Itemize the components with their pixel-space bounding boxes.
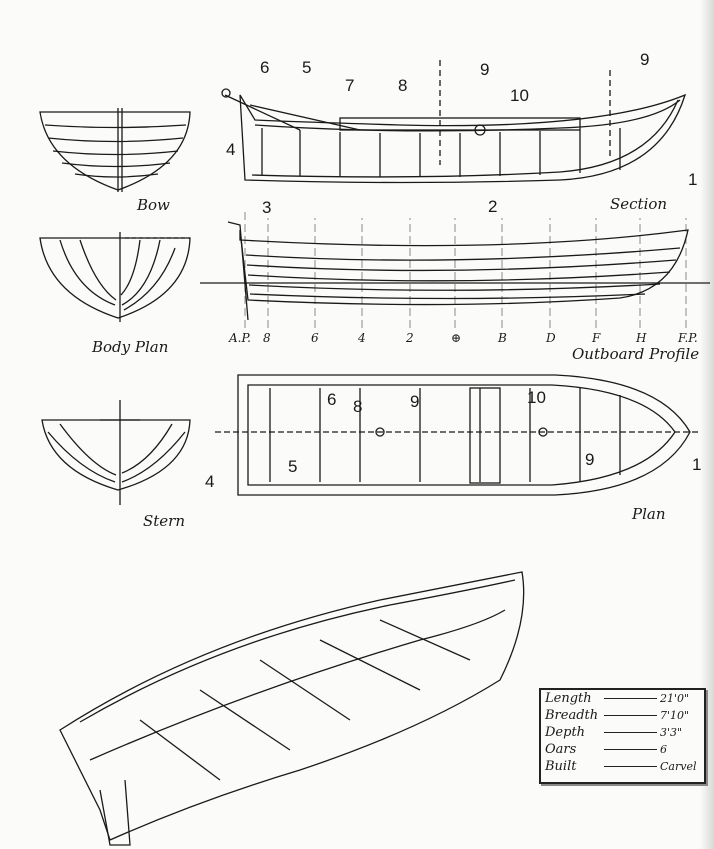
section-label: Section [610, 195, 668, 213]
perspective-drawing [59, 571, 525, 846]
plan-callout-1: 1 [692, 455, 702, 474]
spec-row: Oars 6 [541, 741, 704, 758]
stern-section-drawing [41, 400, 191, 505]
spec-row: Depth 3'3" [541, 724, 704, 741]
callout-10: 10 [510, 86, 529, 105]
callout-5: 5 [302, 58, 312, 77]
callout-8: 8 [398, 76, 408, 95]
callout-1: 1 [688, 170, 698, 189]
bow-section-drawing [39, 108, 191, 192]
station-label: ⊕ [451, 331, 462, 345]
callout-3: 3 [262, 198, 272, 217]
plan-callout-9: 9 [410, 392, 420, 411]
plan-callout-9b: 9 [585, 450, 595, 469]
station-label: H [636, 331, 647, 345]
body-plan-label: Body Plan [92, 338, 169, 356]
station-label: F [592, 331, 601, 345]
plan-drawing [215, 374, 700, 496]
bow-label: Bow [137, 196, 170, 214]
plan-callout-6: 6 [327, 390, 337, 409]
spec-label: Oars [545, 742, 577, 757]
spec-value: 6 [660, 743, 667, 756]
stern-label: Stern [143, 512, 186, 530]
outboard-profile-drawing [200, 212, 710, 328]
plan-callout-4: 4 [205, 472, 215, 491]
body-plan-drawing [39, 232, 191, 322]
spec-row: Built Carvel [541, 758, 704, 775]
page-edge-shadow [700, 0, 714, 849]
station-label: 4 [358, 331, 366, 345]
spec-label: Built [545, 759, 577, 774]
section-drawing [221, 60, 687, 184]
callout-6: 6 [260, 58, 270, 77]
spec-value: 21'0" [660, 692, 690, 705]
station-label: D [546, 331, 556, 345]
callout-7: 7 [345, 76, 355, 95]
callout-9: 9 [480, 60, 490, 79]
spec-label: Depth [545, 725, 586, 740]
station-label: B [498, 331, 507, 345]
spec-row: Length 21'0" [541, 690, 704, 707]
spec-label: Breadth [545, 708, 599, 723]
spec-value: Carvel [660, 760, 697, 773]
plan-label: Plan [632, 505, 666, 523]
callout-9b: 9 [640, 50, 650, 69]
outboard-profile-label: Outboard Profile [572, 345, 700, 363]
plan-callout-8: 8 [353, 397, 363, 416]
plan-callout-5: 5 [288, 457, 298, 476]
callout-4: 4 [226, 140, 236, 159]
station-label: F.P. [678, 331, 698, 345]
callout-2: 2 [488, 197, 498, 216]
spec-value: 3'3" [660, 726, 683, 739]
station-label: 8 [263, 331, 271, 345]
spec-row: Breadth 7'10" [541, 707, 704, 724]
station-label: 6 [311, 331, 319, 345]
station-label: 2 [406, 331, 414, 345]
spec-value: 7'10" [660, 709, 690, 722]
station-label: A.P. [229, 331, 251, 345]
specifications-table: Length 21'0" Breadth 7'10" Depth 3'3" Oars 6… [539, 688, 706, 784]
plan-callout-10: 10 [527, 388, 546, 407]
spec-label: Length [545, 691, 592, 706]
